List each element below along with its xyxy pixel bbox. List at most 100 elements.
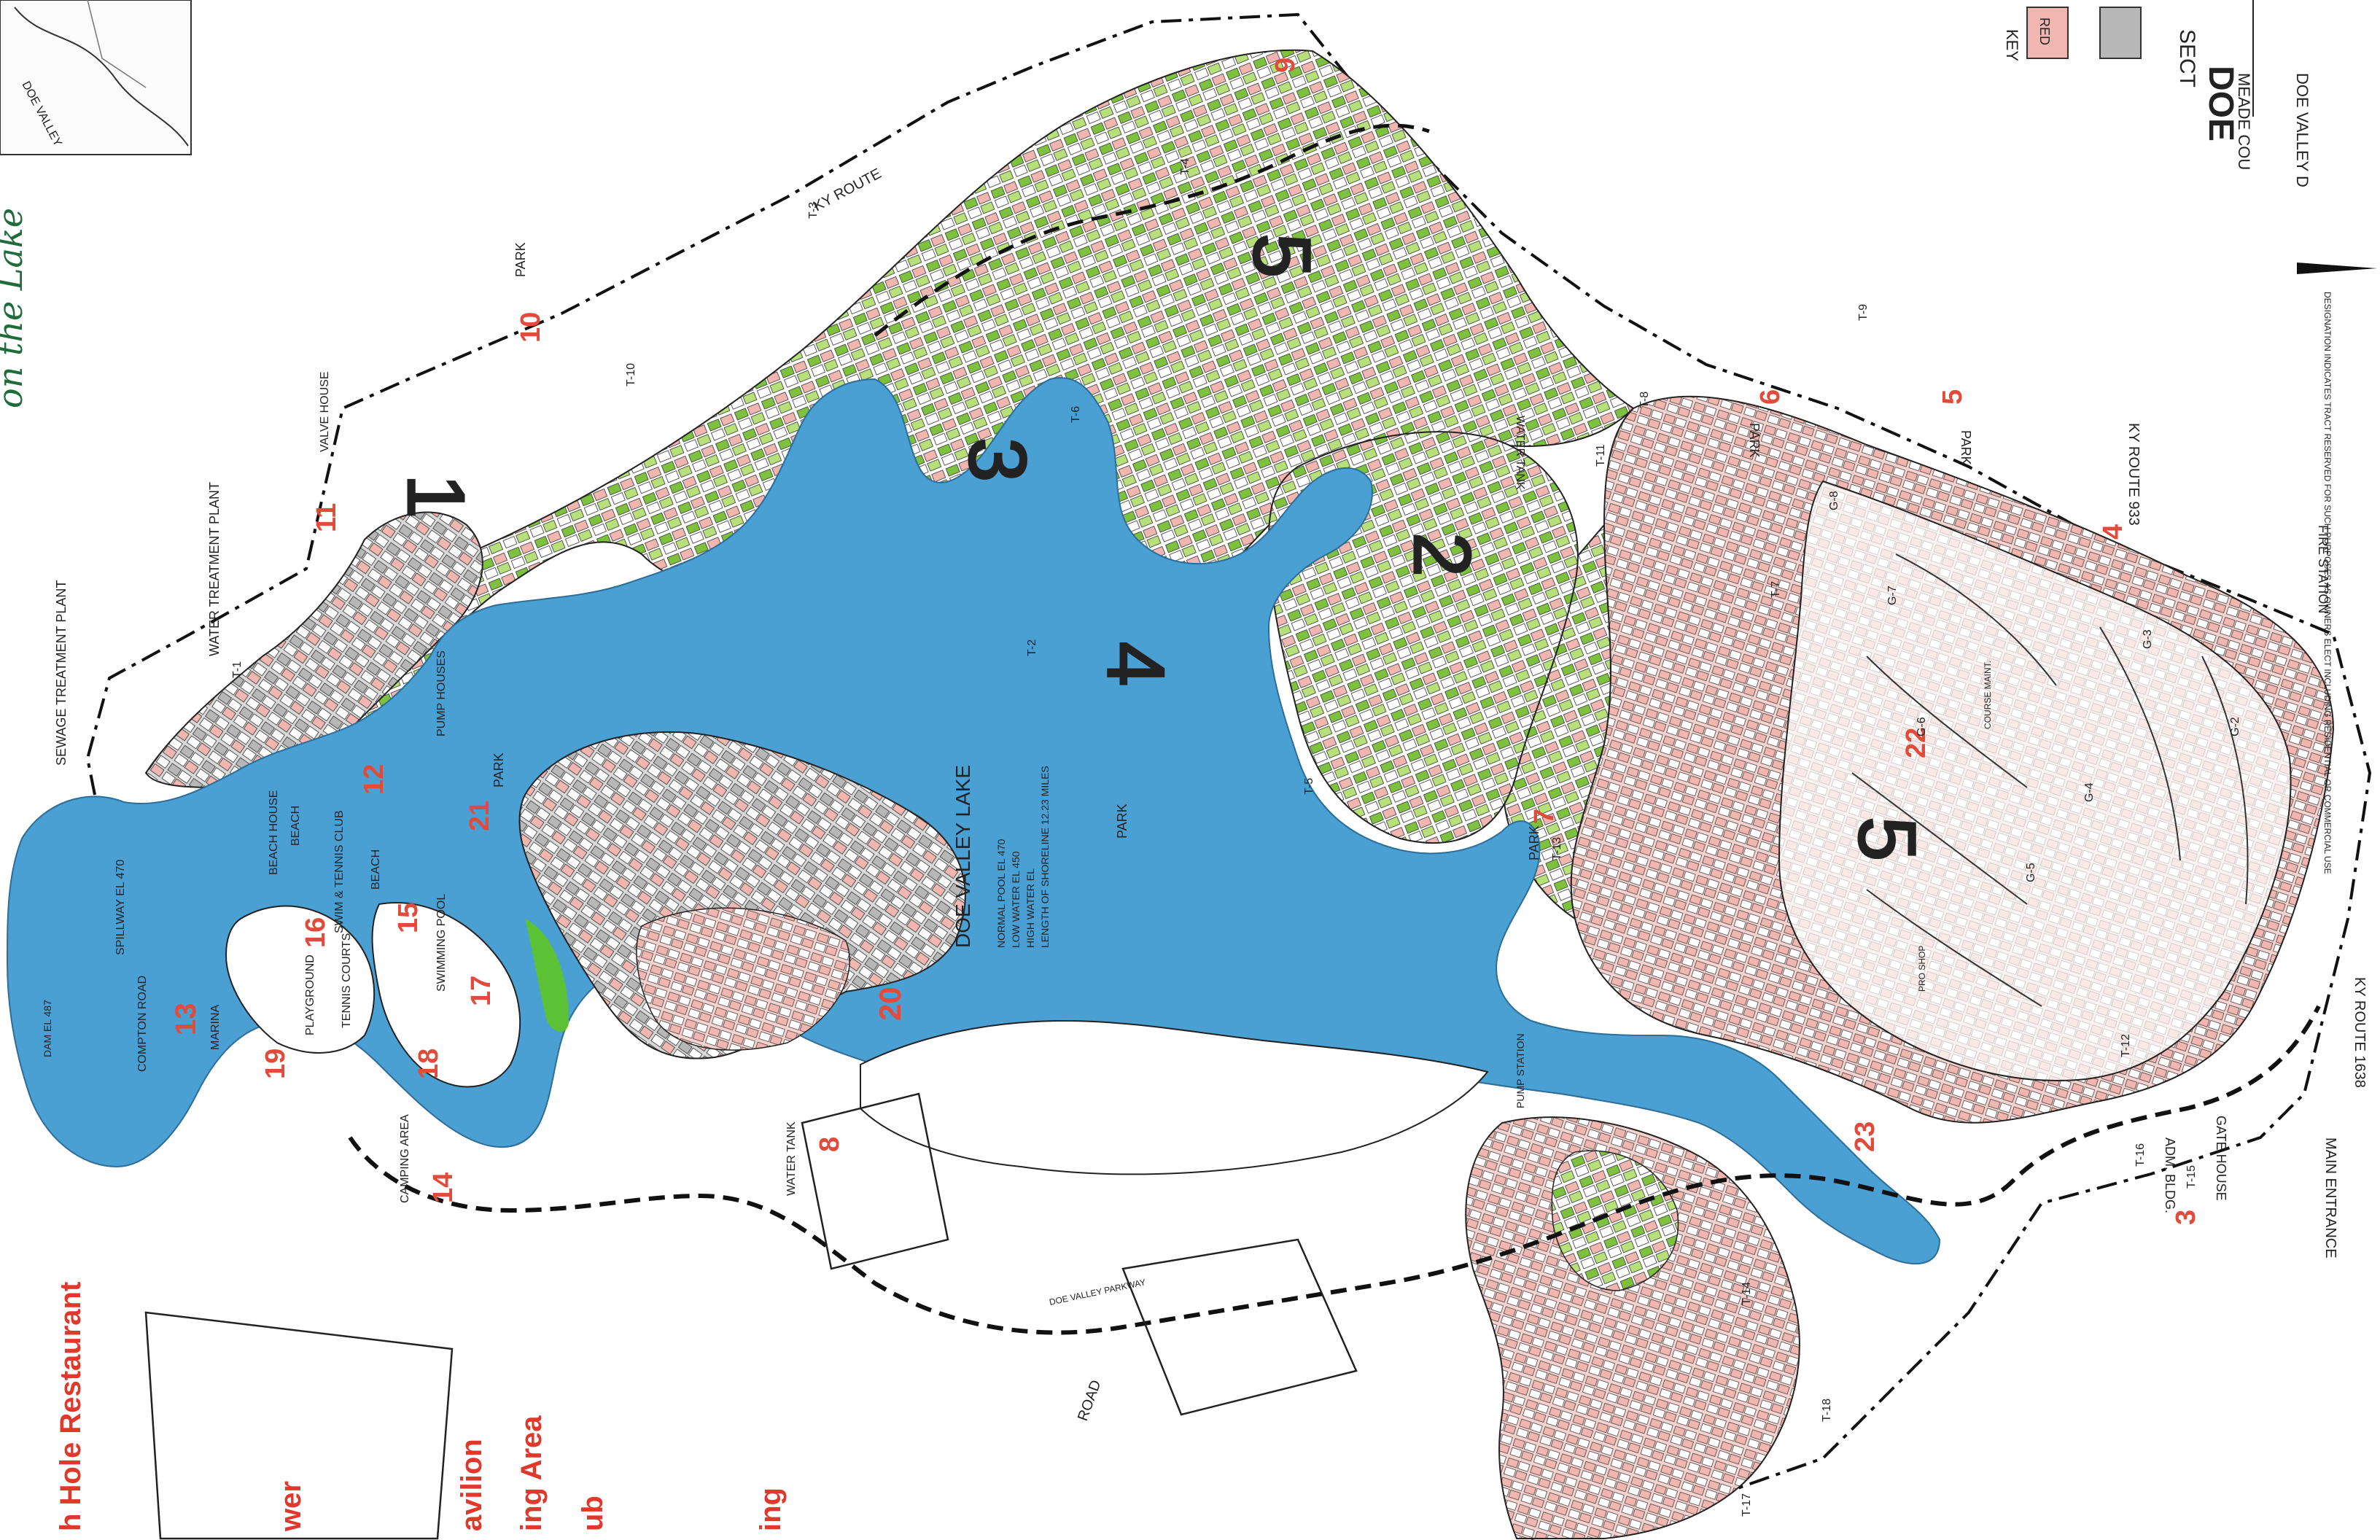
marker-20: 20 <box>873 987 907 1021</box>
marker-22: 22 <box>1901 728 1932 758</box>
marker-14: 14 <box>428 1172 459 1203</box>
label-main-entrance: MAIN ENTRANCE <box>2322 1138 2338 1259</box>
location-markers: 3 4 5 6 7 8 9 10 11 12 13 14 15 16 17 18… <box>170 58 2201 1225</box>
side-legend-5: ing <box>755 1488 787 1531</box>
road-ky-1638: KY ROUTE 1638 <box>2352 977 2368 1088</box>
label-course-maint: COURSE MAINT. <box>1983 661 1993 729</box>
svg-text:G-6: G-6 <box>1916 717 1928 736</box>
svg-text:T-12: T-12 <box>2120 1034 2132 1057</box>
tagline: on the Lake <box>0 208 30 408</box>
doe-valley-parkway <box>348 1005 2321 1335</box>
peninsula-lots <box>518 731 966 1059</box>
svg-text:NORMAL POOL EL 470: NORMAL POOL EL 470 <box>995 839 1007 948</box>
label-park-d: PARK <box>1959 430 1973 465</box>
legend-subtitle: MEADE COU <box>2235 73 2253 170</box>
lake-stats: NORMAL POOL EL 470 LOW WATER EL 450 HIGH… <box>995 766 1051 948</box>
label-pro-shop: PRO SHOP <box>1917 946 1927 992</box>
marker-18: 18 <box>413 1049 444 1079</box>
svg-text:T-11: T-11 <box>1595 444 1607 467</box>
label-adm: ADM. BLDG. <box>2163 1138 2177 1213</box>
svg-text:HIGH WATER EL: HIGH WATER EL <box>1024 868 1036 948</box>
svg-text:LENGTH OF SHORELINE 12.23 MILE: LENGTH OF SHORELINE 12.23 MILES <box>1039 766 1051 948</box>
golf-course <box>1778 480 2292 1081</box>
inset-map: DOE VALLEY <box>0 0 192 155</box>
lots-south <box>1465 1116 1800 1539</box>
svg-text:T-15: T-15 <box>2185 1165 2198 1189</box>
tract-labels: T-1 T-2 T-3 T-4 T-5 T-6 T-7 T-8 T-9 T-10… <box>231 158 2198 1517</box>
marker-16: 16 <box>300 917 331 948</box>
label-water-tank-2: WATER TANK <box>1514 416 1526 490</box>
label-marina: MARINA <box>209 1004 222 1050</box>
legend-red-swatch <box>2026 7 2069 59</box>
label-park-b: PARK <box>491 752 506 788</box>
svg-text:T-2: T-2 <box>1026 639 1038 656</box>
label-fire: FIRE STATION <box>2316 525 2330 613</box>
golf-labels: G-2 G-3 G-4 G-5 G-6 G-7 G-8 <box>1828 491 2241 882</box>
marker-12: 12 <box>359 764 389 795</box>
legend-key-label: KEY <box>2003 29 2021 61</box>
svg-text:4: 4 <box>1091 642 1181 686</box>
south-land <box>860 1019 1489 1175</box>
property-boundary <box>85 12 2372 1540</box>
facility-labels: SEWAGE TREATMENT PLANT WATER TREATMENT P… <box>42 242 2338 1258</box>
marker-13: 13 <box>170 1003 202 1036</box>
svg-text:G-4: G-4 <box>2083 782 2096 802</box>
marina-land <box>225 905 376 1054</box>
marker-17: 17 <box>466 976 497 1006</box>
legend-subtitle2: DOE VALLEY D <box>2293 73 2311 187</box>
svg-text:T-17: T-17 <box>1741 1493 1753 1517</box>
svg-text:1: 1 <box>391 474 481 518</box>
side-legend-2: avilion <box>456 1439 488 1531</box>
label-beach-1: BEACH <box>289 806 302 846</box>
side-legend-0: h Hole Restaurant <box>55 1282 87 1531</box>
green-strip <box>525 919 569 1032</box>
svg-text:G-7: G-7 <box>1886 586 1899 605</box>
side-legend-3: ing Area <box>516 1415 548 1531</box>
marker-8: 8 <box>814 1137 845 1152</box>
legend-panel: KEY RED SECT DOE MEADE COU DOE VALLEY D … <box>2003 0 2377 874</box>
legend-note: DESIGNATION INDICATES TRACT RESERVED FOR… <box>2322 292 2333 874</box>
svg-text:T-6: T-6 <box>1070 406 1082 423</box>
road-ky-route: KY ROUTE <box>811 166 884 214</box>
svg-text:T-10: T-10 <box>625 363 637 386</box>
svg-text:T-7: T-7 <box>1770 581 1782 598</box>
marker-19: 19 <box>260 1049 291 1079</box>
marker-15: 15 <box>393 903 424 933</box>
label-water-treatment: WATER TREATMENT PLANT <box>207 482 222 656</box>
label-park-a: PARK <box>513 242 528 277</box>
label-pump-station: PUMP STATION <box>1514 1033 1526 1108</box>
label-park-e: PARK <box>1115 804 1129 839</box>
side-legend-4: ub <box>577 1496 609 1531</box>
lake-name: DOE VALLEY LAKE <box>952 765 974 948</box>
label-beach-house: BEACH HOUSE <box>268 790 280 875</box>
svg-text:2: 2 <box>1397 532 1487 577</box>
label-sewage: SEWAGE TREATMENT PLANT <box>54 580 69 766</box>
label-swim-club: SWIM & TENNIS CLUB <box>333 810 346 933</box>
legend-section-label: SECT <box>2175 29 2199 88</box>
marker-4: 4 <box>2098 524 2128 540</box>
legend-red-label: RED <box>2037 18 2052 45</box>
svg-text:T-13: T-13 <box>1551 837 1563 860</box>
svg-text:G-3: G-3 <box>2142 629 2154 649</box>
marker-10: 10 <box>516 312 546 343</box>
label-valve: VALVE HOUSE <box>319 371 331 452</box>
svg-text:5: 5 <box>1237 233 1326 278</box>
label-beach-2: BEACH <box>370 849 382 890</box>
marker-9: 9 <box>1270 58 1301 73</box>
label-dam: DAM EL 487 <box>42 1000 53 1057</box>
legend-gray-swatch <box>2099 7 2142 59</box>
road-compton: COMPTON ROAD <box>136 976 149 1072</box>
svg-text:5: 5 <box>1842 817 1932 861</box>
north-arrow-icon <box>2297 262 2377 274</box>
svg-text:G-2: G-2 <box>2229 717 2241 736</box>
label-water-tank-1: WATER TANK <box>785 1121 798 1196</box>
road-ky-933: KY ROUTE 933 <box>2126 423 2142 526</box>
marker-6: 6 <box>1755 389 1786 405</box>
section-numbers: 5 3 4 1 2 5 <box>390 233 1933 863</box>
marker-3: 3 <box>2171 1210 2201 1225</box>
peninsula-pink-lots <box>636 907 850 1051</box>
label-camping: CAMPING AREA <box>399 1114 411 1203</box>
label-pump-houses: PUMP HOUSES <box>435 650 448 736</box>
svg-text:T-9: T-9 <box>1857 304 1870 321</box>
